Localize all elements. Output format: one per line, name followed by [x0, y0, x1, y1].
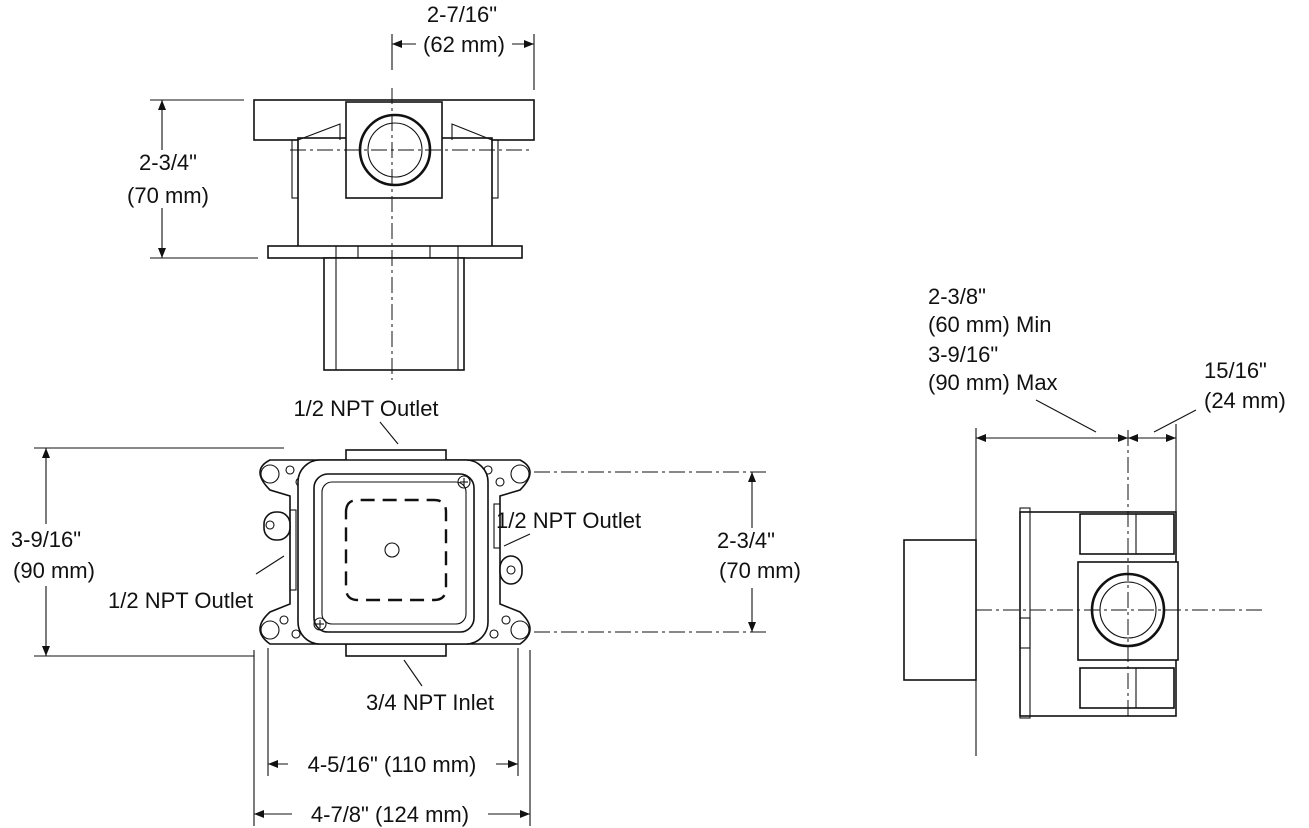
label-bottom-inlet: 3/4 NPT Inlet — [366, 690, 494, 715]
front-view-center-hole — [384, 542, 400, 558]
top-view-left-ear — [291, 139, 299, 199]
front-view-right-ear — [499, 555, 523, 585]
side-wall-max-inches: 3-9/16" — [928, 342, 998, 367]
side-view: 2-3/8" (60 mm) Min 3-9/16" (90 mm) Max 1… — [903, 284, 1286, 756]
side-wall-min-inches: 2-3/8" — [928, 284, 986, 309]
side-wall-max-mm: (90 mm) Max — [928, 370, 1058, 395]
top-view-left-bracket — [297, 123, 341, 141]
mount-hole — [260, 620, 280, 640]
mount-hole — [510, 620, 530, 640]
top-view-right-ear — [491, 139, 499, 199]
top-width-inches: 2-7/16" — [427, 2, 497, 27]
front-view-bottom-port — [345, 643, 447, 657]
front-view-dashed-cartridge — [344, 498, 448, 602]
top-height-mm: (70 mm) — [127, 183, 209, 208]
front-view-left-ear — [263, 511, 291, 541]
top-height-inches: 2-3/4" — [139, 150, 197, 175]
side-wall-min-mm: (60 mm) Min — [928, 312, 1051, 337]
side-depth-mm: (24 mm) — [1204, 388, 1286, 413]
top-view-right-bracket — [451, 123, 493, 141]
front-height-mm: (90 mm) — [13, 558, 95, 583]
side-depth-inches: 15/16" — [1204, 358, 1267, 383]
screw-icon — [313, 617, 327, 631]
top-view-port-inner — [367, 122, 423, 178]
mount-hole — [260, 464, 280, 484]
front-hole-spacing-mm: (70 mm) — [719, 558, 801, 583]
top-view: 2-7/16" (62 mm) 2-3/4" (70 mm) — [127, 2, 535, 380]
label-left-outlet: 1/2 NPT Outlet — [108, 588, 253, 613]
label-right-outlet: 1/2 NPT Outlet — [496, 508, 641, 533]
front-outer-width: 4-7/8" (124 mm) — [311, 802, 469, 827]
front-hole-spacing-inches: 2-3/4" — [717, 528, 775, 553]
label-top-outlet: 1/2 NPT Outlet — [293, 396, 438, 421]
front-view-cavity — [313, 473, 475, 633]
front-inner-width: 4-5/16" (110 mm) — [308, 752, 477, 777]
front-view: 1/2 NPT Outlet 1/2 NPT Outlet 1/2 NPT Ou… — [11, 396, 801, 827]
side-view-bottom-lug — [1079, 667, 1175, 709]
front-height-inches: 3-9/16" — [11, 527, 81, 552]
mount-hole — [510, 464, 530, 484]
side-view-trim — [903, 539, 977, 681]
screw-icon — [457, 475, 471, 489]
side-view-top-lug — [1079, 513, 1175, 555]
top-view-base-plate — [267, 245, 523, 259]
top-view-inlet-body — [323, 257, 465, 371]
top-width-mm: (62 mm) — [423, 32, 505, 57]
